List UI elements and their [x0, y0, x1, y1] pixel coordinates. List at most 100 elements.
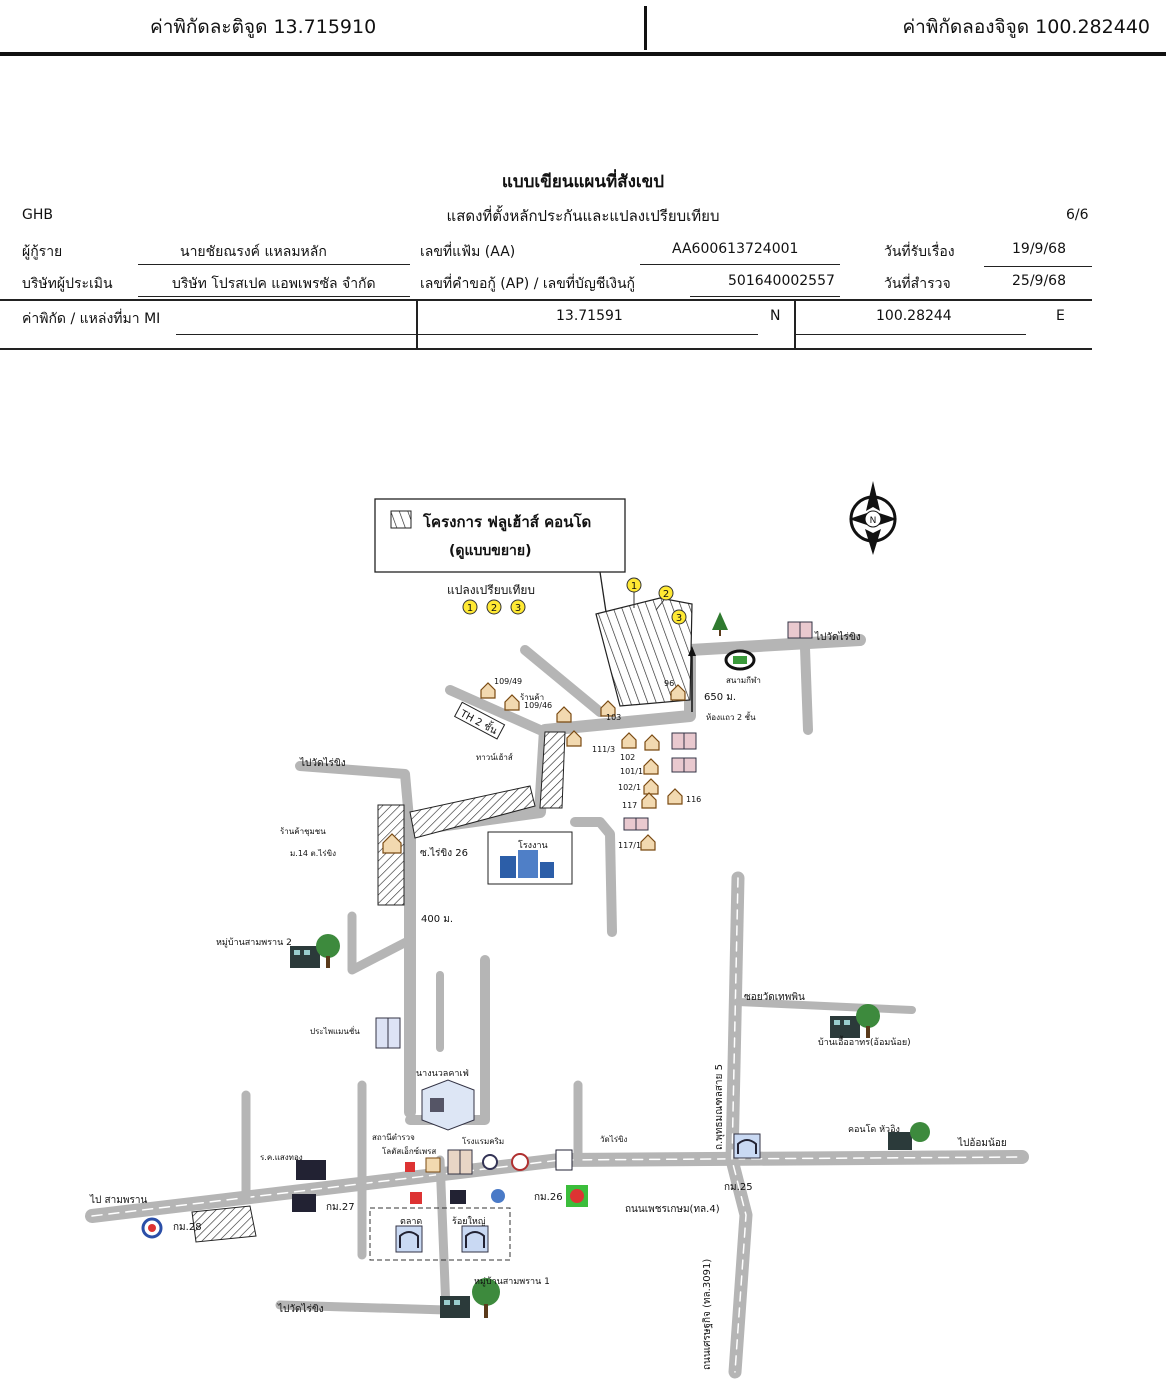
label-soi-wat: ซอยวัดเทพพิน — [744, 992, 805, 1003]
house-icon — [670, 684, 686, 701]
poi-red-icon — [570, 1189, 584, 1203]
legend-marker-3: 3 — [515, 603, 521, 614]
house-icon — [504, 694, 520, 711]
apartment-block — [375, 1017, 389, 1049]
comparison-label: แปลงเปรียบเทียบ — [447, 583, 535, 597]
village-icon — [290, 934, 340, 968]
phutthamonthon-road — [725, 871, 753, 1379]
coordinate-header-bar: ค่าพิกัดละติจูด 13.715910 ค่าพิกัดลองจิจ… — [0, 0, 1166, 56]
house-102b: 102/1 — [618, 783, 641, 792]
file-label: เลขที่แฟ้ม (AA) — [420, 244, 516, 260]
shophouse-block — [635, 817, 649, 831]
village-1-label: หมู่บ้านสามพราน 1 — [474, 1276, 550, 1287]
soi-upper — [404, 634, 866, 836]
cafe-building-icon — [421, 1079, 475, 1131]
received-underline — [984, 266, 1092, 267]
apartment-block — [387, 1017, 401, 1049]
poi-box-icon — [555, 1149, 573, 1171]
house-103: 103 — [606, 713, 621, 722]
condo-label: คอนโด หัวอิง — [848, 1124, 900, 1135]
shophouse-block — [787, 621, 801, 639]
bank-icon — [296, 1160, 326, 1180]
poi-circle-icon — [511, 1153, 529, 1171]
label-to-om-noi: ไปอ้อมน้อย — [957, 1137, 1007, 1149]
hatched-road-1 — [409, 785, 536, 839]
soi-branch-stadium — [800, 643, 813, 735]
cafe-label: นางนวลคาเฟ่ — [416, 1069, 469, 1079]
coord-label: ค่าพิกัด / แหล่งที่มา MI — [22, 311, 161, 327]
house-116: 116 — [686, 795, 701, 804]
longitude-header: ค่าพิกัดลองจิจูด 100.282440 — [902, 16, 1150, 38]
parcel-marker-3: 3 — [676, 613, 682, 624]
coord-box-divider-2 — [794, 299, 796, 349]
poi-blue-icon — [491, 1189, 505, 1203]
hotel-block — [459, 1149, 473, 1175]
shophouse-block — [683, 732, 697, 750]
road-labels: ไปวัดไร่ขิง ไปวัดไร่ขิง ไป สามพราน ไปวัด… — [89, 631, 1007, 1370]
townhouse-label: ทาวน์เฮ้าส์ — [476, 752, 513, 762]
label-km26: กม.26 — [534, 1192, 563, 1203]
house-icon — [566, 730, 582, 747]
comparison-parcel-markers: 1 2 3 — [626, 577, 687, 625]
soi-branch-left — [295, 761, 415, 835]
house-icon — [621, 732, 637, 749]
poi-shop-icon — [410, 1192, 422, 1204]
wat-label: วัดไร่ขิง — [600, 1135, 627, 1144]
lat-value: 13.71591 — [556, 308, 623, 324]
market2-label: ร้อยใหญ่ — [452, 1216, 486, 1227]
parcel-marker-1: 1 — [631, 581, 637, 592]
distance-650: 650 ม. — [704, 692, 736, 703]
received-value: 19/9/68 — [1012, 241, 1066, 257]
house-icon — [480, 682, 496, 699]
shophouse-block — [683, 757, 697, 773]
moo14-label: ม.14 ต.ไร่ขิง — [290, 849, 336, 858]
house-markers — [382, 682, 686, 854]
lat-underline — [418, 334, 758, 335]
borrower-value: นายชัยณรงค์ แหลมหลัก — [180, 244, 327, 260]
lotus-label: โลตัสเอ็กซ์เพรส — [382, 1146, 436, 1156]
poi-shop-icon — [405, 1162, 415, 1172]
north-arrow-icon: N — [849, 481, 897, 555]
village-icon — [830, 1004, 880, 1038]
soi-branch-ne — [520, 645, 605, 717]
sheet-title: แบบเขียนแผนที่สังเขป — [501, 172, 665, 192]
market-icon — [395, 1225, 423, 1253]
distance-arrowhead-650 — [688, 646, 696, 656]
village-north-label: บ้านเอื้ออาทร(อ้อมน้อย) — [818, 1035, 911, 1048]
building-icon — [450, 1190, 466, 1204]
house-icon — [382, 833, 402, 854]
page-number: 6/6 — [1066, 207, 1089, 223]
borrower-underline — [138, 264, 410, 265]
appraiser-underline — [138, 296, 410, 297]
coord-box-top — [0, 299, 1092, 301]
house-96: 96 — [664, 679, 674, 688]
distance-400: 400 ม. — [421, 914, 453, 925]
poi-circle-icon — [482, 1154, 498, 1170]
location-map: โครงการ ฟลูเฮ้าส์ คอนโด (ดูแบบขยาย) แปลง… — [85, 481, 1029, 1379]
poi-icons — [141, 1149, 588, 1239]
house-icon — [644, 734, 660, 751]
label-soi-26: ซ.ไร่ขิง 26 — [420, 847, 468, 859]
hatched-access-roads — [191, 731, 566, 1243]
lon-value: 100.28244 — [876, 308, 952, 324]
shop-label: ร้านค้า — [520, 693, 544, 702]
house-102: 102 — [620, 753, 635, 762]
house-icon — [640, 834, 656, 851]
phutthamonthon-centerline — [731, 877, 747, 1373]
shophouse-blocks — [375, 621, 813, 1175]
label-km27: กม.27 — [326, 1202, 355, 1213]
poi-labels: 109/49 109/46 ร้านค้า 96 103 111/3 102 1… — [260, 677, 756, 1162]
stadium-icon — [724, 649, 756, 671]
hotel-block — [447, 1149, 461, 1175]
hatched-road-4 — [191, 1205, 257, 1243]
loan-label: เลขที่คำขอกู้ (AP) / เลขที่บัญชีเงินกู้ — [420, 276, 636, 292]
label-to-wat-bottom: ไปวัดไร่ขิง — [277, 1303, 324, 1315]
local-road-3 — [347, 911, 415, 975]
shophouse-block — [671, 732, 685, 750]
lat-dir: N — [770, 308, 781, 324]
source-underline — [176, 334, 416, 335]
condo-tree-icon — [888, 1122, 930, 1150]
house-109-46: 109/46 — [524, 701, 552, 710]
loan-value: 501640002557 — [728, 273, 835, 289]
stadium-label: สนามกีฬา — [726, 676, 761, 685]
